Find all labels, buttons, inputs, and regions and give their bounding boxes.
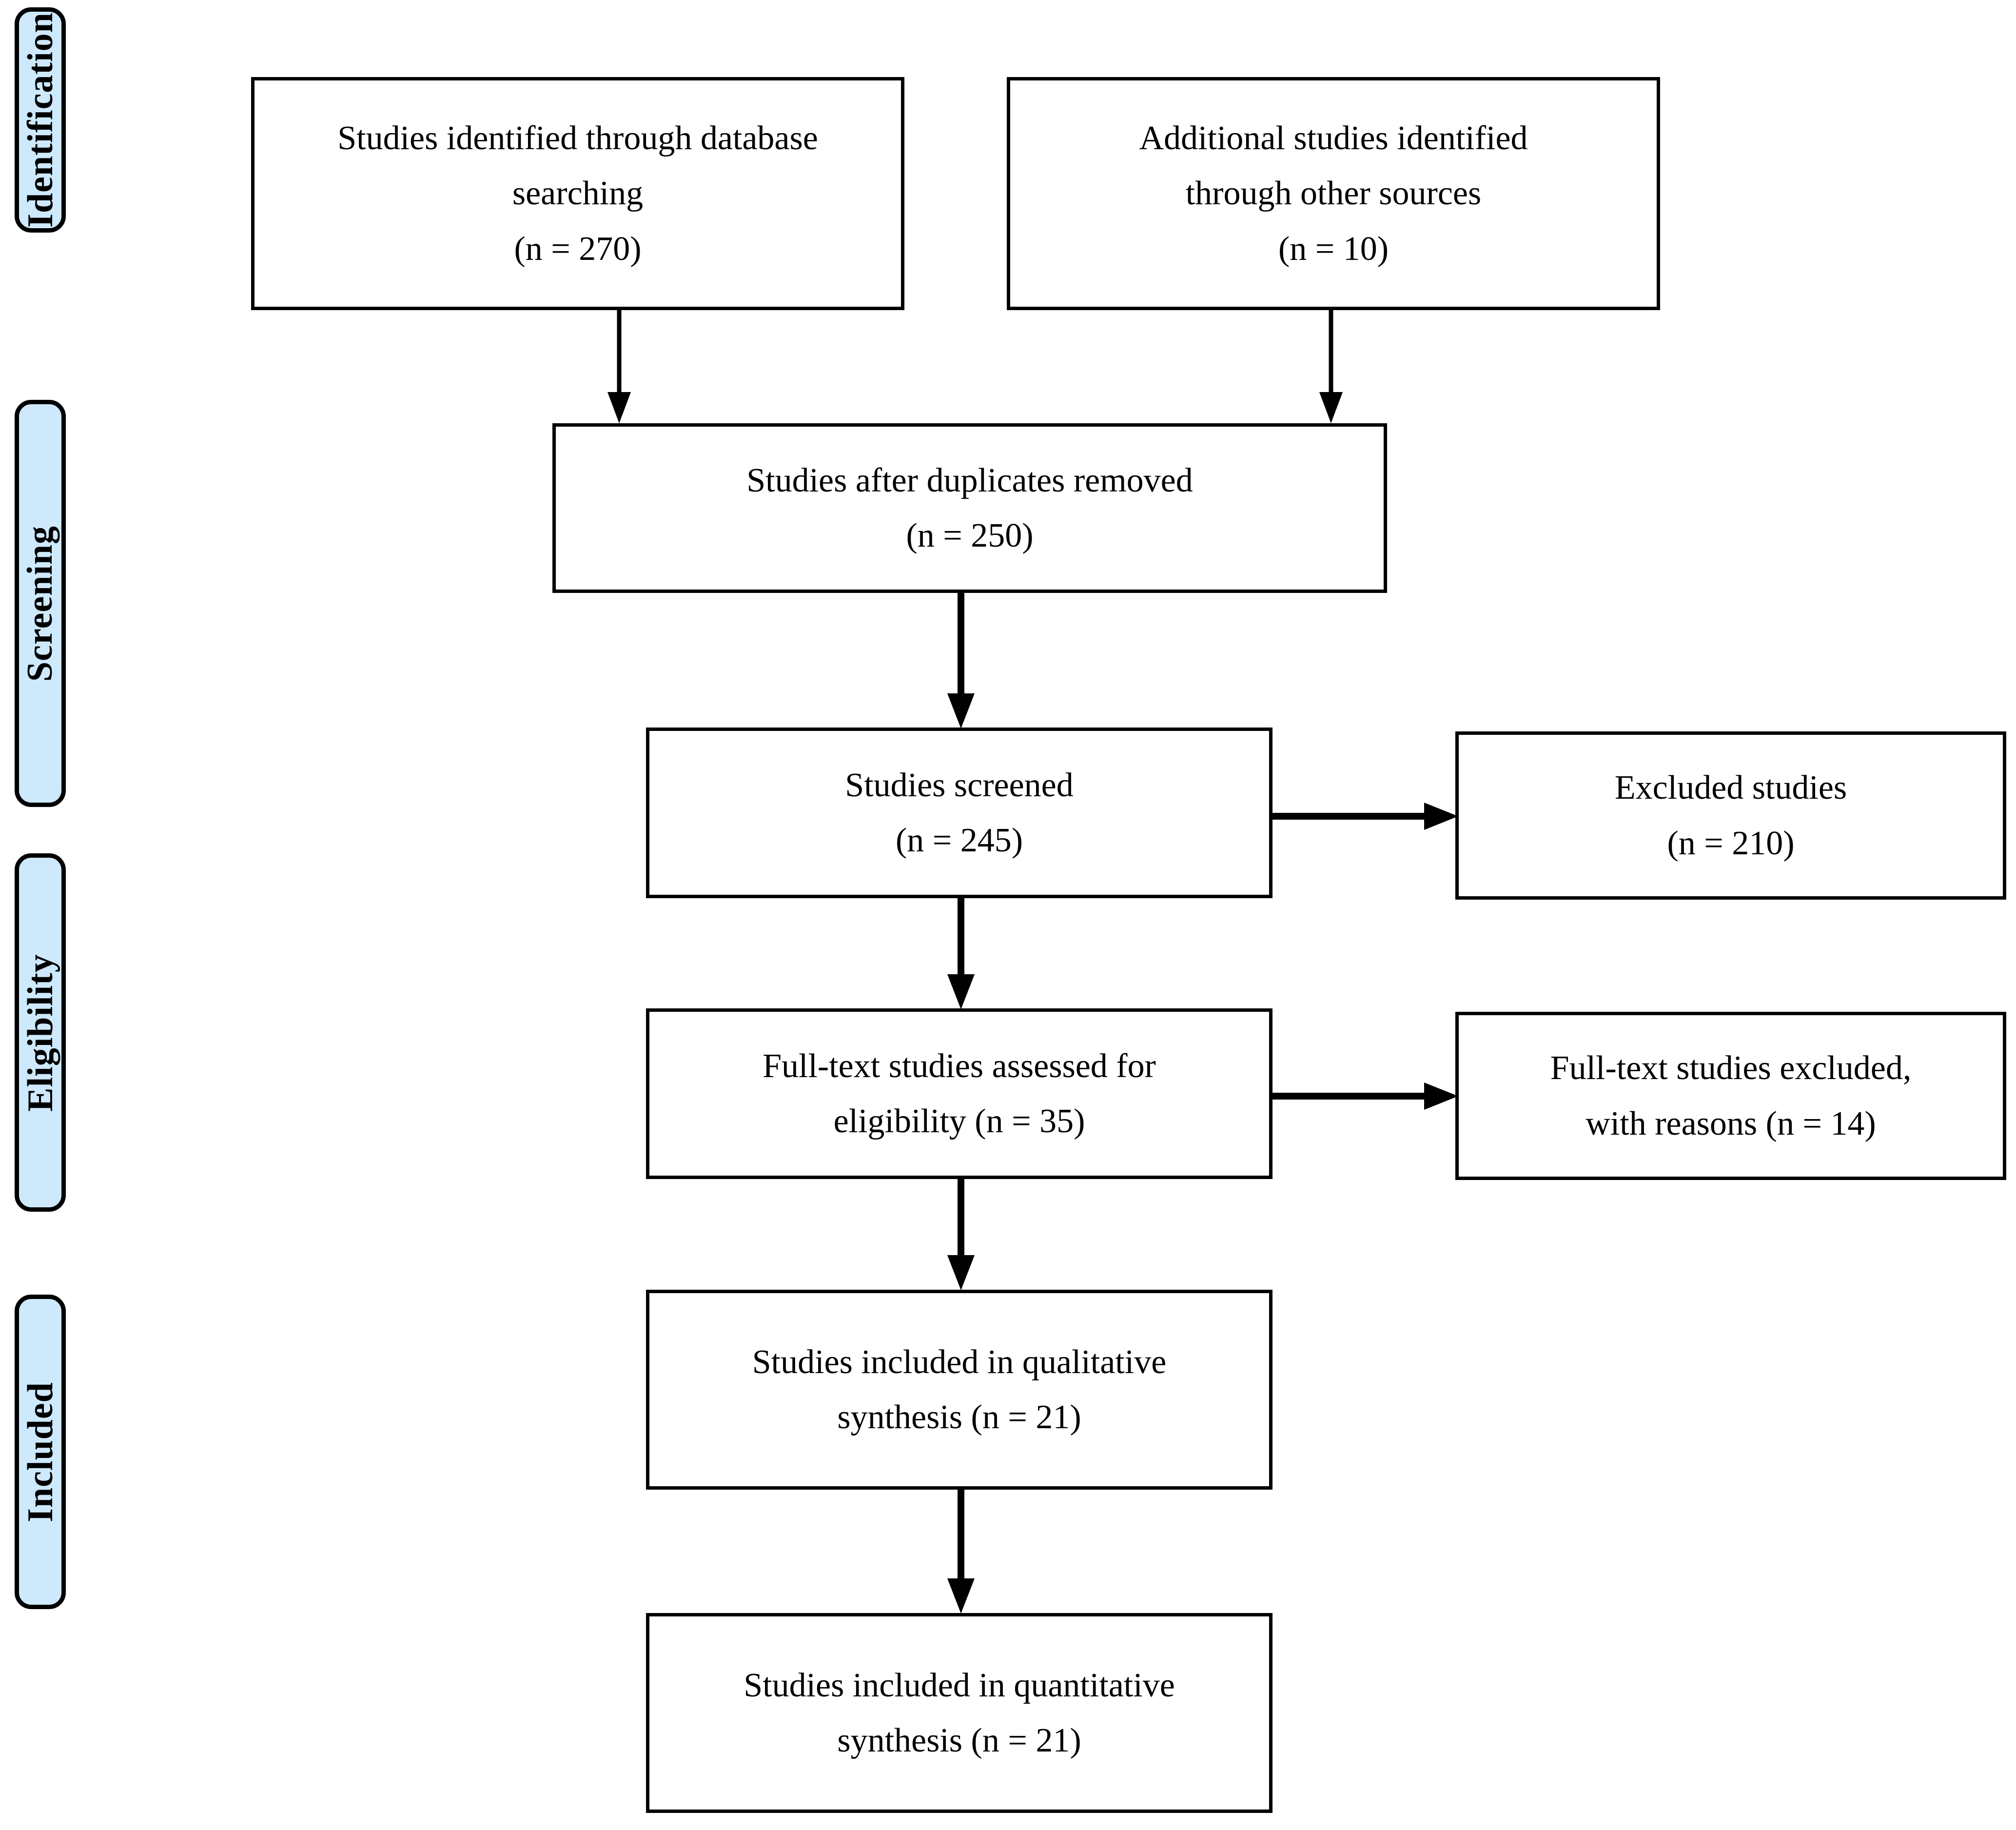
connector-database-to-duplicates	[605, 310, 634, 425]
box-database-searching: Studies identified through database sear…	[251, 77, 904, 310]
stage-label-included: Included	[15, 1295, 66, 1609]
box-studies-screened: Studies screened (n = 245)	[646, 728, 1272, 898]
connector-screened-to-fulltext	[943, 898, 979, 1011]
box-line: Additional studies identified	[1139, 119, 1528, 157]
box-qualitative-synthesis: Studies included in qualitative synthesi…	[646, 1290, 1272, 1490]
box-line: Studies included in qualitative	[752, 1343, 1167, 1381]
stage-label-eligibility: Eligibility	[15, 853, 66, 1212]
box-count: (n = 245)	[895, 822, 1023, 859]
box-fulltext-assessed: Full-text studies assessed for eligibili…	[646, 1008, 1272, 1179]
box-count: (n = 250)	[906, 517, 1034, 554]
box-line: Studies identified through database	[337, 119, 818, 157]
box-line: through other sources	[1185, 175, 1482, 213]
box-quantitative-synthesis: Studies included in quantitative synthes…	[646, 1613, 1272, 1813]
box-count: synthesis (n = 21)	[837, 1398, 1081, 1436]
box-line: Studies included in quantitative	[744, 1666, 1175, 1704]
box-fulltext-assessed-text: Full-text studies assessed for eligibili…	[746, 1039, 1173, 1149]
box-qualitative-synthesis-text: Studies included in qualitative synthesi…	[736, 1335, 1183, 1445]
box-count: with reasons (n = 14)	[1585, 1104, 1876, 1142]
stage-label-screening: Screening	[15, 400, 66, 807]
box-excluded-studies: Excluded studies (n = 210)	[1455, 731, 2006, 900]
box-studies-screened-text: Studies screened (n = 245)	[828, 758, 1090, 868]
box-excluded-studies-text: Excluded studies (n = 210)	[1598, 760, 1863, 871]
box-database-searching-text: Studies identified through database sear…	[321, 111, 835, 276]
box-line: Studies after duplicates removed	[746, 461, 1193, 499]
box-other-sources-text: Additional studies identified through ot…	[1122, 111, 1544, 276]
box-fulltext-excluded: Full-text studies excluded, with reasons…	[1455, 1012, 2006, 1180]
box-count: (n = 210)	[1667, 824, 1795, 862]
box-duplicates-removed: Studies after duplicates removed (n = 25…	[552, 423, 1387, 593]
box-line: Full-text studies excluded,	[1550, 1049, 1912, 1087]
stage-label-identification: Identification	[15, 7, 66, 233]
connector-fulltext-to-excluded	[1270, 1079, 1460, 1114]
connector-qualitative-to-quantitative	[943, 1490, 979, 1615]
box-count: (n = 270)	[514, 230, 642, 268]
box-other-sources: Additional studies identified through ot…	[1007, 77, 1660, 310]
connector-duplicates-to-screened	[943, 593, 979, 730]
stage-label-screening-text: Screening	[20, 525, 60, 682]
connector-fulltext-to-qualitative	[943, 1179, 979, 1292]
box-line: Excluded studies	[1614, 769, 1847, 807]
box-line: Studies screened	[845, 766, 1074, 804]
stage-label-eligibility-text: Eligibility	[20, 953, 60, 1112]
box-line: Full-text studies assessed for	[763, 1047, 1156, 1085]
box-quantitative-synthesis-text: Studies included in quantitative synthes…	[727, 1658, 1192, 1769]
box-line: searching	[512, 175, 644, 213]
box-count: eligibility (n = 35)	[833, 1102, 1085, 1140]
box-count: synthesis (n = 21)	[837, 1722, 1081, 1759]
stage-label-identification-text: Identification	[20, 12, 60, 228]
connector-other-to-duplicates	[1316, 310, 1346, 425]
box-duplicates-removed-text: Studies after duplicates removed (n = 25…	[730, 453, 1210, 564]
connector-screened-to-excluded	[1270, 799, 1460, 834]
box-fulltext-excluded-text: Full-text studies excluded, with reasons…	[1534, 1041, 1928, 1151]
box-count: (n = 10)	[1278, 230, 1389, 268]
stage-label-included-text: Included	[20, 1381, 60, 1522]
